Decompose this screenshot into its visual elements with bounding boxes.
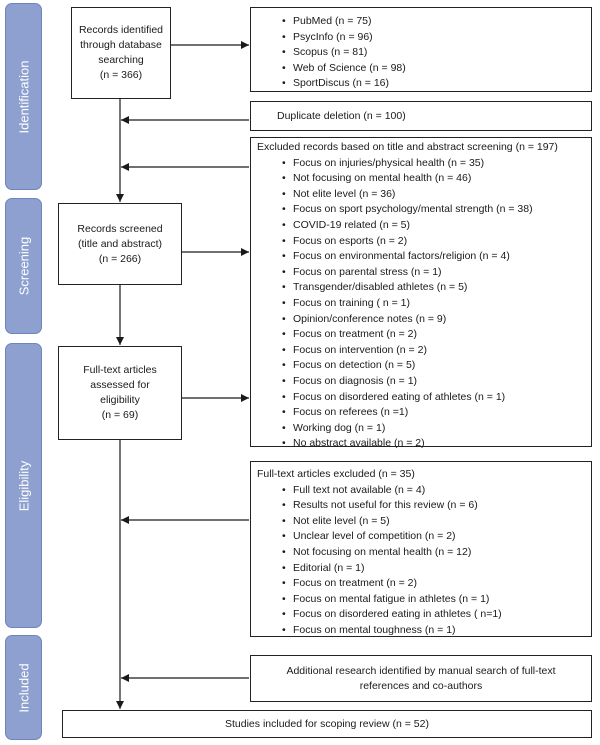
records-identified-line3: searching: [98, 54, 144, 66]
records-identified-line2: through database: [80, 39, 162, 51]
duplicate-deletion-box: Duplicate deletion (n = 100): [250, 101, 592, 131]
exclusion-item: Focus on parental stress (n = 1): [255, 265, 587, 281]
exclusion-item: Working dog (n = 1): [255, 421, 587, 437]
studies-included-box: Studies included for scoping review (n =…: [62, 710, 592, 738]
additional-research-box: Additional research identified by manual…: [250, 655, 592, 702]
phase-included: Included: [5, 635, 42, 740]
database-item: SportDiscus (n = 16): [255, 76, 587, 92]
fulltext-assessed-line1: Full-text articles: [83, 364, 157, 376]
exclusion-item: Focus on diagnosis (n = 1): [255, 374, 587, 390]
exclusion-item: Editorial (n = 1): [255, 561, 587, 577]
exclusion-item: Transgender/disabled athletes (n = 5): [255, 280, 587, 296]
additional-research-line1: Additional research identified by manual…: [286, 664, 556, 677]
exclusion-item: Focus on injuries/physical health (n = 3…: [255, 156, 587, 172]
phase-eligibility: Eligibility: [5, 343, 42, 628]
exclusion-item: Not focusing on mental health (n = 46): [255, 171, 587, 187]
exclusion-item: Focus on treatment (n = 2): [255, 327, 587, 343]
records-identified-line1: Records identified: [78, 24, 164, 36]
fulltext-excluded-header: Full-text articles excluded (n = 35): [257, 468, 415, 480]
database-item: Scopus (n = 81): [255, 45, 587, 61]
exclusion-item: Focus on referees (n =1): [255, 405, 587, 421]
exclusion-item: Unclear level of competition (n = 2): [255, 529, 587, 545]
studies-included-label: Studies included for scoping review (n =…: [225, 717, 429, 730]
records-screened-line1: Records screened: [77, 222, 163, 235]
exclusion-item: Focus on mental toughness (n = 1): [255, 623, 587, 639]
exclusion-item: Focus on mental fatigue in athletes (n =…: [255, 592, 587, 608]
exclusion-item: Focus on disordered eating of athletes (…: [255, 390, 587, 406]
records-screened-line2: (title and abstract): [77, 237, 163, 250]
exclusion-item: Focus on detection (n = 5): [255, 358, 587, 374]
databases-box: PubMed (n = 75) PsycInfo (n = 96) Scopus…: [250, 7, 592, 92]
exclusion-item: Focus on environmental factors/religion …: [255, 249, 587, 265]
records-screened-count: (n = 266): [98, 252, 142, 265]
fulltext-assessed-line2: assessed for: [90, 379, 150, 391]
database-item: PubMed (n = 75): [255, 14, 587, 30]
phase-identification: Identification: [5, 3, 42, 190]
excluded-title-abstract-header: Excluded records based on title and abst…: [257, 141, 558, 153]
fulltext-assessed-line3: eligibility: [100, 394, 140, 406]
exclusion-item: Full text not available (n = 4): [255, 483, 587, 499]
records-identified-box: Records identified through database sear…: [71, 7, 171, 99]
records-screened-box: Records screened (title and abstract) (n…: [58, 203, 182, 285]
exclusion-item: Focus on disordered eating in athletes (…: [255, 607, 587, 623]
records-identified-count: (n = 366): [99, 69, 143, 81]
additional-research-line2: references and co-authors: [359, 679, 483, 692]
exclusion-item: Focus on treatment (n = 2): [255, 576, 587, 592]
fulltext-assessed-count: (n = 69): [101, 409, 139, 421]
phase-screening: Screening: [5, 198, 42, 334]
duplicate-deletion-label: Duplicate deletion (n = 100): [277, 110, 406, 122]
database-item: Web of Science (n = 98): [255, 61, 587, 77]
exclusion-item: Not elite level (n = 36): [255, 187, 587, 203]
exclusion-item: Not elite level (n = 5): [255, 514, 587, 530]
exclusion-item: Focus on esports (n = 2): [255, 234, 587, 250]
exclusion-item: No abstract available (n = 2): [255, 436, 587, 452]
exclusion-item: Opinion/conference notes (n = 9): [255, 312, 587, 328]
exclusion-item: Results not useful for this review (n = …: [255, 498, 587, 514]
exclusion-item: Not focusing on mental health (n = 12): [255, 545, 587, 561]
fulltext-excluded-box: Full-text articles excluded (n = 35) Ful…: [250, 461, 592, 639]
database-item: PsycInfo (n = 96): [255, 30, 587, 46]
exclusion-item: COVID-19 related (n = 5): [255, 218, 587, 234]
excluded-title-abstract-box: Excluded records based on title and abst…: [250, 137, 592, 451]
exclusion-item: Focus on training ( n = 1): [255, 296, 587, 312]
exclusion-item: Focus on sport psychology/mental strengt…: [255, 202, 587, 218]
fulltext-assessed-box: Full-text articles assessed for eligibil…: [58, 346, 182, 440]
exclusion-item: Focus on intervention (n = 2): [255, 343, 587, 359]
